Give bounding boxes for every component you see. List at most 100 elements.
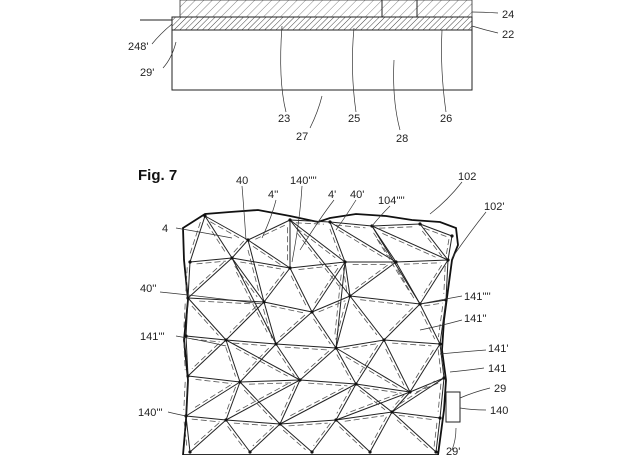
mesh-edge: [447, 235, 453, 261]
mesh-edge-dashed: [387, 307, 414, 334]
block-29: [445, 391, 461, 423]
mesh-node: [186, 296, 190, 300]
mesh-edge-dashed: [288, 422, 328, 427]
mesh-edge: [329, 221, 397, 263]
mesh-node: [334, 346, 338, 350]
mesh-edge-dashed: [280, 385, 296, 417]
label-140-quad-prime: 140'''': [290, 175, 317, 187]
mesh-edge-dashed: [196, 260, 226, 265]
mesh-edge: [335, 295, 351, 349]
mesh-edge-dashed: [225, 386, 236, 414]
mesh-edge-dashed: [403, 262, 441, 265]
mesh-edge: [419, 223, 453, 237]
mesh-edge: [419, 223, 449, 261]
label-40-double-prime: 40'': [140, 283, 156, 295]
mesh-edge-dashed: [243, 389, 273, 420]
mesh-edge-dashed: [352, 303, 378, 336]
label-248: 248': [128, 41, 148, 53]
mesh-edge-dashed: [313, 318, 331, 345]
mesh-edge: [185, 335, 227, 341]
mesh-edge: [189, 257, 233, 263]
mesh-edge-dashed: [233, 422, 272, 427]
mesh-edge-dashed: [183, 303, 186, 331]
mesh-node: [446, 258, 450, 262]
mesh-edge: [391, 377, 445, 413]
mesh-edge: [335, 383, 357, 421]
mesh-edge: [225, 339, 277, 345]
mesh-edge: [275, 343, 337, 349]
mesh-edge: [299, 379, 357, 385]
mesh-edge-dashed: [343, 343, 378, 350]
mesh-edge-dashed: [336, 387, 352, 414]
mesh-edge: [355, 383, 411, 393]
mesh-edge-dashed: [210, 221, 241, 239]
mesh-edge-dashed: [355, 264, 388, 290]
mesh-edge-dashed: [183, 381, 186, 410]
mesh-edge: [311, 261, 346, 313]
mesh-edge: [239, 381, 281, 425]
mesh-edge: [419, 303, 441, 345]
mesh-edge: [391, 391, 411, 413]
mesh-edge: [187, 261, 191, 299]
fig7-mesh-figure: 4 40 4'' 140'''' 4' 40' 104'''' 102 102'…: [138, 171, 508, 455]
mesh-edge-dashed: [415, 382, 441, 393]
mesh-edge: [289, 219, 351, 297]
mesh-edge: [335, 347, 357, 385]
mesh-node: [288, 218, 292, 222]
mesh-edge: [247, 219, 291, 241]
mesh-edge: [239, 379, 301, 383]
mesh-edge: [355, 383, 393, 413]
mesh-edge: [383, 339, 441, 345]
label-29-prime: 29': [140, 67, 154, 79]
mesh-edge-dashed: [193, 422, 220, 446]
mesh-edge: [335, 411, 393, 421]
mesh-edge: [349, 261, 397, 297]
mesh-edge-dashed: [229, 305, 257, 333]
mesh-edge: [225, 339, 301, 381]
cross-section-figure: 24 22 248' 29' 23 25 26 27 28: [128, 0, 514, 145]
mesh-node: [248, 450, 252, 454]
label-141-quad-prime: 141'''': [464, 291, 491, 303]
mesh-edge-dashed: [235, 383, 288, 413]
mesh-edge: [185, 335, 189, 377]
mesh-node: [442, 376, 446, 380]
mesh-node: [262, 300, 266, 304]
mesh-edge-dashed: [392, 393, 406, 408]
mesh-edge: [185, 415, 227, 421]
mesh-edge-dashed: [345, 356, 398, 388]
mesh-edge: [344, 261, 351, 297]
mesh-edge: [225, 339, 241, 383]
mesh-edge: [279, 383, 357, 425]
mesh-node: [238, 380, 242, 384]
label-140: 140: [490, 405, 508, 417]
mesh-edge-dashed: [191, 343, 219, 370]
mesh-node: [343, 260, 347, 264]
mesh-edge: [263, 301, 313, 313]
mesh-edge-dashed: [437, 349, 442, 374]
mesh-edge: [311, 311, 337, 349]
mesh-edge-dashed: [385, 348, 405, 386]
mesh-edge: [187, 297, 227, 341]
mesh-node: [184, 334, 188, 338]
mesh-edge-dashed: [370, 416, 387, 445]
label-140-triple-prime: 140''': [138, 407, 163, 419]
label-102-prime: 102': [484, 201, 504, 213]
label-25: 25: [348, 113, 360, 125]
mesh-edge: [189, 419, 227, 453]
label-28: 28: [396, 133, 408, 145]
mesh-edge: [275, 343, 301, 381]
mesh-edge: [185, 415, 191, 453]
mesh-edge-dashed: [233, 342, 269, 347]
mesh-edge: [239, 343, 277, 383]
mesh-edge: [279, 379, 301, 425]
mesh-edge: [189, 215, 206, 263]
mesh-edge-dashed: [421, 265, 443, 297]
layer-24: [179, 0, 473, 18]
mesh-edge-dashed: [252, 426, 275, 447]
mesh-edge-dashed: [313, 423, 331, 446]
label-4-double-prime: 4'': [268, 189, 278, 201]
mesh-edge: [249, 423, 281, 453]
mesh-node: [288, 266, 292, 270]
mesh-node: [348, 294, 352, 298]
